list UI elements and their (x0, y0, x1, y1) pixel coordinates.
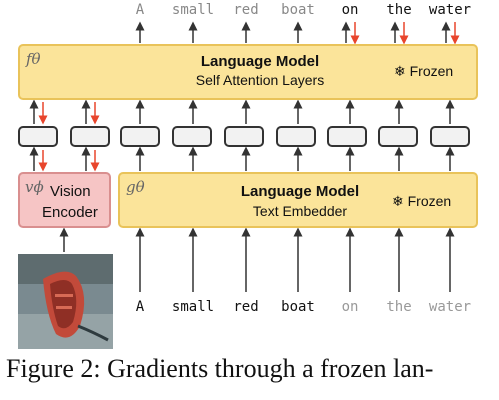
g-theta-label: gθ (126, 178, 145, 196)
top-token: red (233, 2, 259, 18)
bottom-token: boat (281, 299, 315, 315)
language-model-text-embedder-box: gθ Language Model Text Embedder ❄ Frozen (118, 172, 478, 228)
lm-bottom-subtitle: Text Embedder (252, 203, 348, 219)
top-token: boat (281, 2, 315, 18)
embedding-slot (172, 126, 212, 147)
embedding-slot (276, 126, 316, 147)
embedding-slot (327, 126, 367, 147)
vision-encoder-line2: Encoder (42, 204, 98, 221)
language-model-self-attention-box: fθ Language Model Self Attention Layers … (18, 44, 478, 100)
vision-encoder-line1: Vision (50, 183, 91, 200)
embedding-slot (70, 126, 110, 147)
top-token: A (135, 2, 145, 18)
embedding-slot (378, 126, 418, 147)
bottom-token: on (341, 299, 359, 315)
embedding-slot (120, 126, 160, 147)
top-token: small (171, 2, 215, 18)
figure-caption: Figure 2: Gradients through a frozen lan… (6, 354, 434, 383)
lm-top-subtitle: Self Attention Layers (195, 72, 325, 88)
lm-top-title: Language Model (200, 53, 320, 70)
lm-top-frozen-label: ❄ Frozen (394, 63, 454, 79)
bottom-token: A (135, 299, 145, 315)
bottom-token: small (171, 299, 215, 315)
top-token: the (386, 2, 412, 18)
top-token: on (341, 2, 359, 18)
lm-bottom-title: Language Model (240, 183, 360, 200)
bottom-token: red (233, 299, 259, 315)
lm-bottom-frozen-label: ❄ Frozen (392, 193, 452, 209)
embedding-slot (18, 126, 58, 147)
f-theta-label: fθ (26, 50, 41, 68)
v-phi-label: vϕ (25, 178, 44, 196)
vision-encoder-box: vϕ Vision Encoder (18, 172, 111, 228)
boat-photo (18, 254, 113, 349)
top-token: water (428, 2, 472, 18)
embedding-slot (430, 126, 470, 147)
bottom-token: the (386, 299, 412, 315)
bottom-token: water (428, 299, 472, 315)
embedding-slot (224, 126, 264, 147)
